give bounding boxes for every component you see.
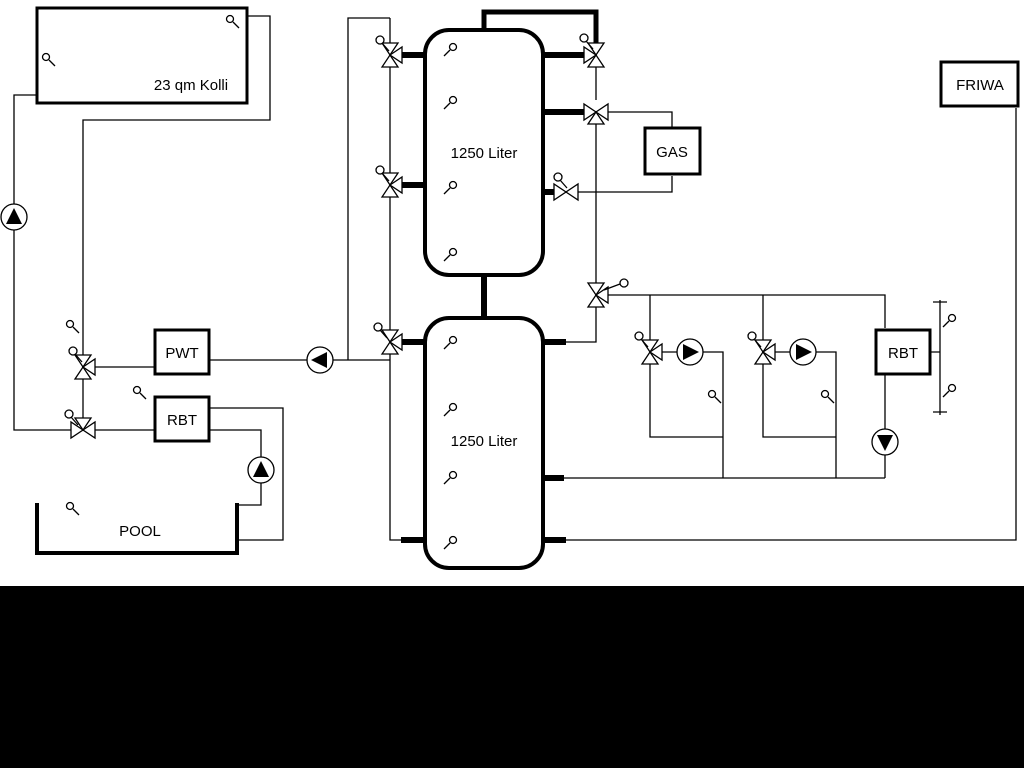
solar-supply-pipe bbox=[82, 15, 271, 355]
pwt-label: PWT bbox=[165, 345, 198, 362]
bottom-black-band bbox=[0, 586, 1024, 768]
heating-main-pipe bbox=[608, 294, 886, 328]
solar-pump-icon bbox=[0, 203, 28, 231]
tank-left-column-pipe bbox=[389, 18, 401, 541]
friwa-box bbox=[939, 60, 1020, 108]
pool-pump-pipe bbox=[209, 429, 262, 506]
circuit-b-loop-pipe bbox=[762, 351, 837, 478]
solar-return-pipe bbox=[13, 94, 71, 431]
thick-pipes bbox=[401, 9, 599, 543]
friwa-label: FRIWA bbox=[956, 77, 1004, 94]
rbt-right-box bbox=[874, 328, 932, 376]
pool-pump-icon bbox=[247, 456, 275, 484]
valves bbox=[64, 33, 776, 439]
solar-collector-box bbox=[35, 6, 249, 105]
circuit-a-pump-icon bbox=[676, 338, 704, 366]
tank-right-column-pipe bbox=[566, 67, 597, 343]
tank-top-supply-pipe bbox=[481, 9, 599, 44]
charge-pump-icon bbox=[306, 346, 334, 374]
pwt-box bbox=[153, 328, 211, 376]
rbt-left-box bbox=[153, 395, 211, 443]
tank-top-label: 1250 Liter bbox=[451, 145, 518, 162]
rbt-left-label: RBT bbox=[167, 412, 197, 429]
tank-bottom-label: 1250 Liter bbox=[451, 433, 518, 450]
gas-label: GAS bbox=[656, 144, 688, 161]
friwa-cold-pipe bbox=[566, 108, 1017, 541]
pool-label: POOL bbox=[119, 523, 161, 540]
thin-pipes bbox=[13, 15, 1017, 541]
collector-label: 23 qm Kolli bbox=[154, 77, 228, 94]
pool-basin bbox=[35, 503, 239, 555]
gas-boiler-box bbox=[643, 126, 702, 176]
circuit-b-pump-icon bbox=[789, 338, 817, 366]
labels: 23 qm Kolli 1250 Liter 1250 Liter GAS FR… bbox=[119, 77, 1004, 540]
heater-element-line bbox=[930, 300, 947, 415]
rbt-right-pump-icon bbox=[871, 428, 899, 456]
circuit-a-loop-pipe bbox=[649, 351, 724, 478]
gas-supply-pipe bbox=[608, 111, 673, 128]
three-way-valve-heating-main bbox=[587, 278, 629, 308]
solar-riser-pipe bbox=[347, 17, 390, 360]
rbt-pool-loop-pipe bbox=[209, 407, 284, 541]
gas-return-pipe bbox=[578, 176, 673, 193]
rbt-right-label: RBT bbox=[888, 345, 918, 362]
